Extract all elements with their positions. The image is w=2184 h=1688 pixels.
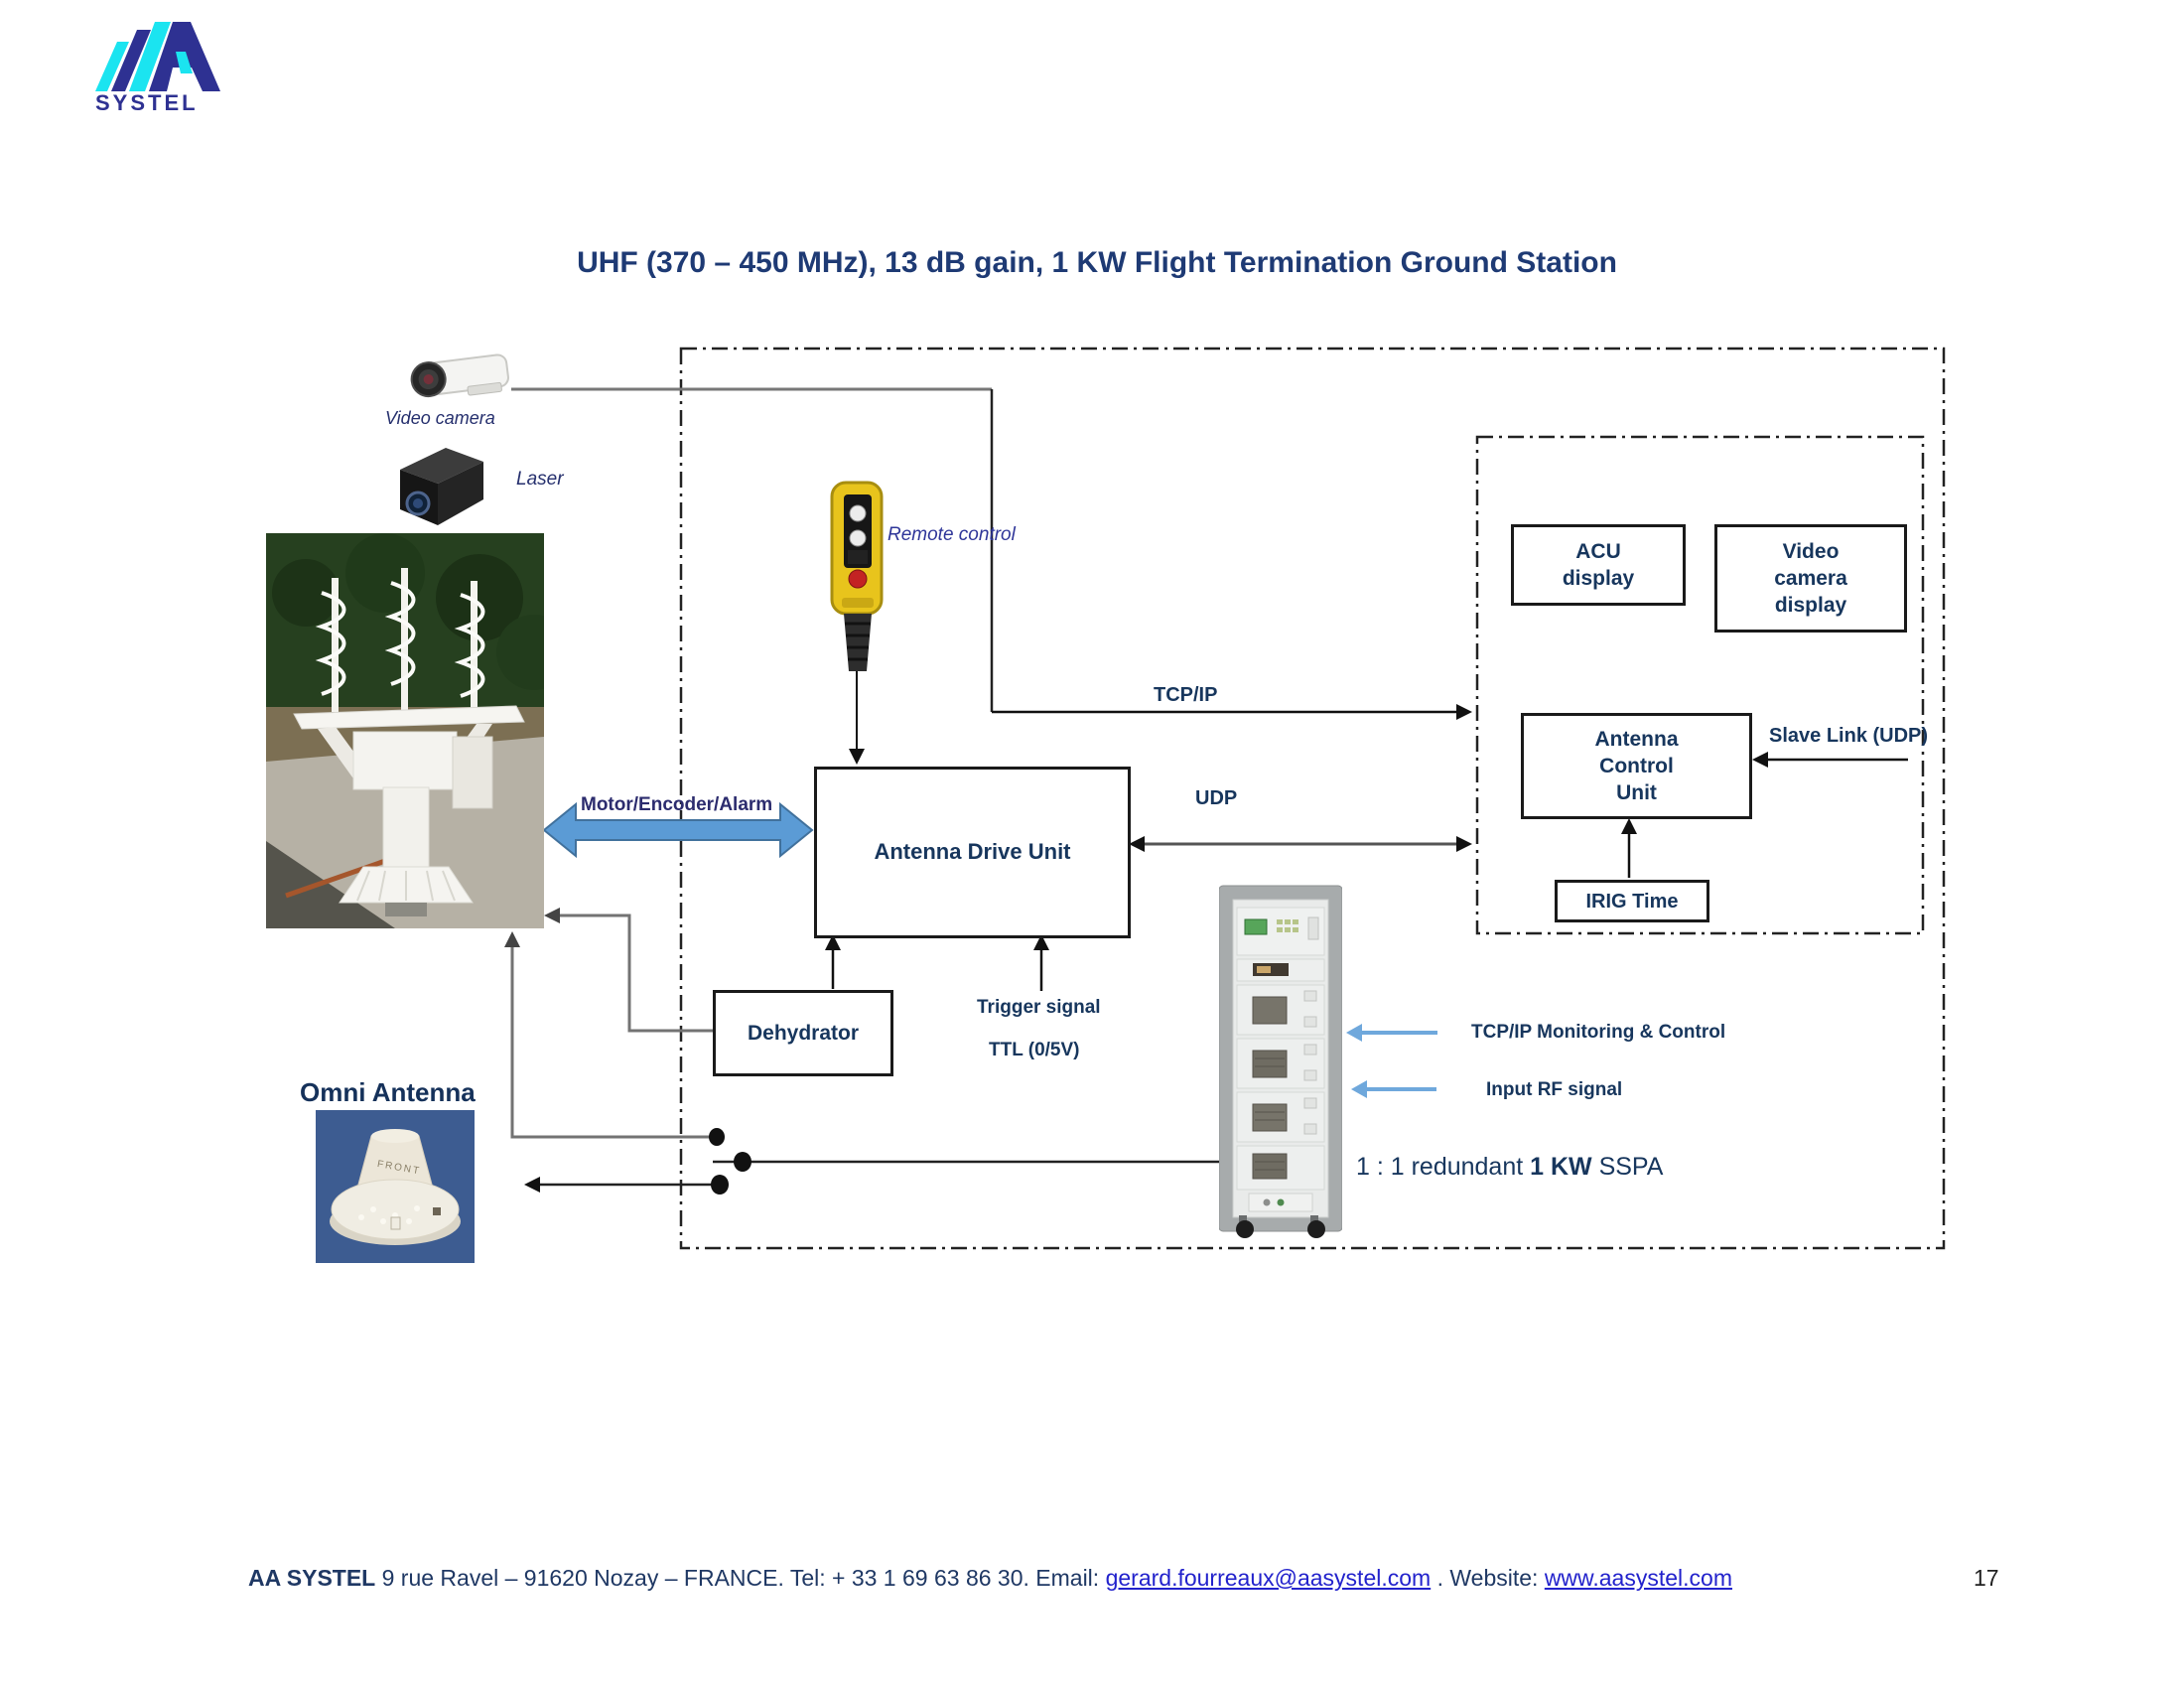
logo-stripe-icon <box>95 42 129 91</box>
video-camera-photo <box>410 353 509 398</box>
trigger-signal-label: Trigger signal <box>977 997 1101 1018</box>
aa-systel-logo: SYSTEL <box>95 22 220 112</box>
input-rf-label: Input RF signal <box>1486 1079 1623 1100</box>
footer-website-link[interactable]: www.aasystel.com <box>1544 1565 1732 1591</box>
antenna-drive-unit-box: Antenna Drive Unit <box>814 767 1131 938</box>
omni-antenna-label: Omni Antenna <box>300 1077 476 1107</box>
udp-label: UDP <box>1195 787 1238 809</box>
page-title: UHF (370 – 450 MHz), 13 dB gain, 1 KW Fl… <box>577 246 1617 279</box>
footer-company: AA SYSTEL <box>248 1565 376 1591</box>
junction-dot <box>711 1175 729 1195</box>
sspa-rack-photo <box>1219 885 1342 1238</box>
footer-address: 9 rue Ravel – 91620 Nozay – FRANCE. Tel:… <box>375 1565 1106 1591</box>
tcpip-label: TCP/IP <box>1154 684 1218 706</box>
junction-dot <box>709 1128 725 1146</box>
acu-display-box: ACU display <box>1511 524 1686 606</box>
laser-label: Laser <box>516 469 564 490</box>
sspa-label-bold: 1 KW <box>1530 1153 1592 1181</box>
sspa-label-prefix: 1 : 1 redundant <box>1356 1153 1531 1181</box>
footer-email-link[interactable]: gerard.fourreaux@aasystel.com <box>1105 1565 1432 1591</box>
slave-link-label: Slave Link (UDP) <box>1769 725 1929 747</box>
rf-feed-line <box>510 941 717 1139</box>
tracking-antenna-photo <box>266 533 544 928</box>
footer: AA SYSTEL 9 rue Ravel – 91620 Nozay – FR… <box>248 1565 1732 1592</box>
dehydrator-hose <box>556 914 713 1033</box>
dehydrator-box: Dehydrator <box>713 990 893 1076</box>
sspa-label: 1 : 1 redundant 1 KW SSPA <box>1356 1152 1663 1183</box>
remote-control-label: Remote control <box>887 524 1016 545</box>
irig-time-box: IRIG Time <box>1555 880 1709 922</box>
page-number: 17 <box>1974 1565 1999 1591</box>
video-camera-display-box: Video camera display <box>1714 524 1907 633</box>
junction-dot <box>734 1152 751 1172</box>
antenna-control-unit-box: Antenna Control Unit <box>1521 713 1752 819</box>
footer-separator: . Website: <box>1431 1565 1545 1591</box>
inner-dashed-box <box>1475 435 1925 935</box>
remote-control-photo <box>830 481 884 671</box>
motor-encoder-alarm-label: Motor/Encoder/Alarm <box>581 794 773 815</box>
video-camera-label: Video camera <box>385 408 495 428</box>
ttl-label: TTL (0/5V) <box>989 1040 1080 1060</box>
laser-photo <box>400 448 483 525</box>
tcpip-monitoring-label: TCP/IP Monitoring & Control <box>1471 1022 1726 1043</box>
logo-text: SYSTEL <box>95 90 199 112</box>
omni-antenna-photo: FRONT <box>316 1110 475 1263</box>
sspa-label-suffix: SSPA <box>1591 1153 1664 1181</box>
